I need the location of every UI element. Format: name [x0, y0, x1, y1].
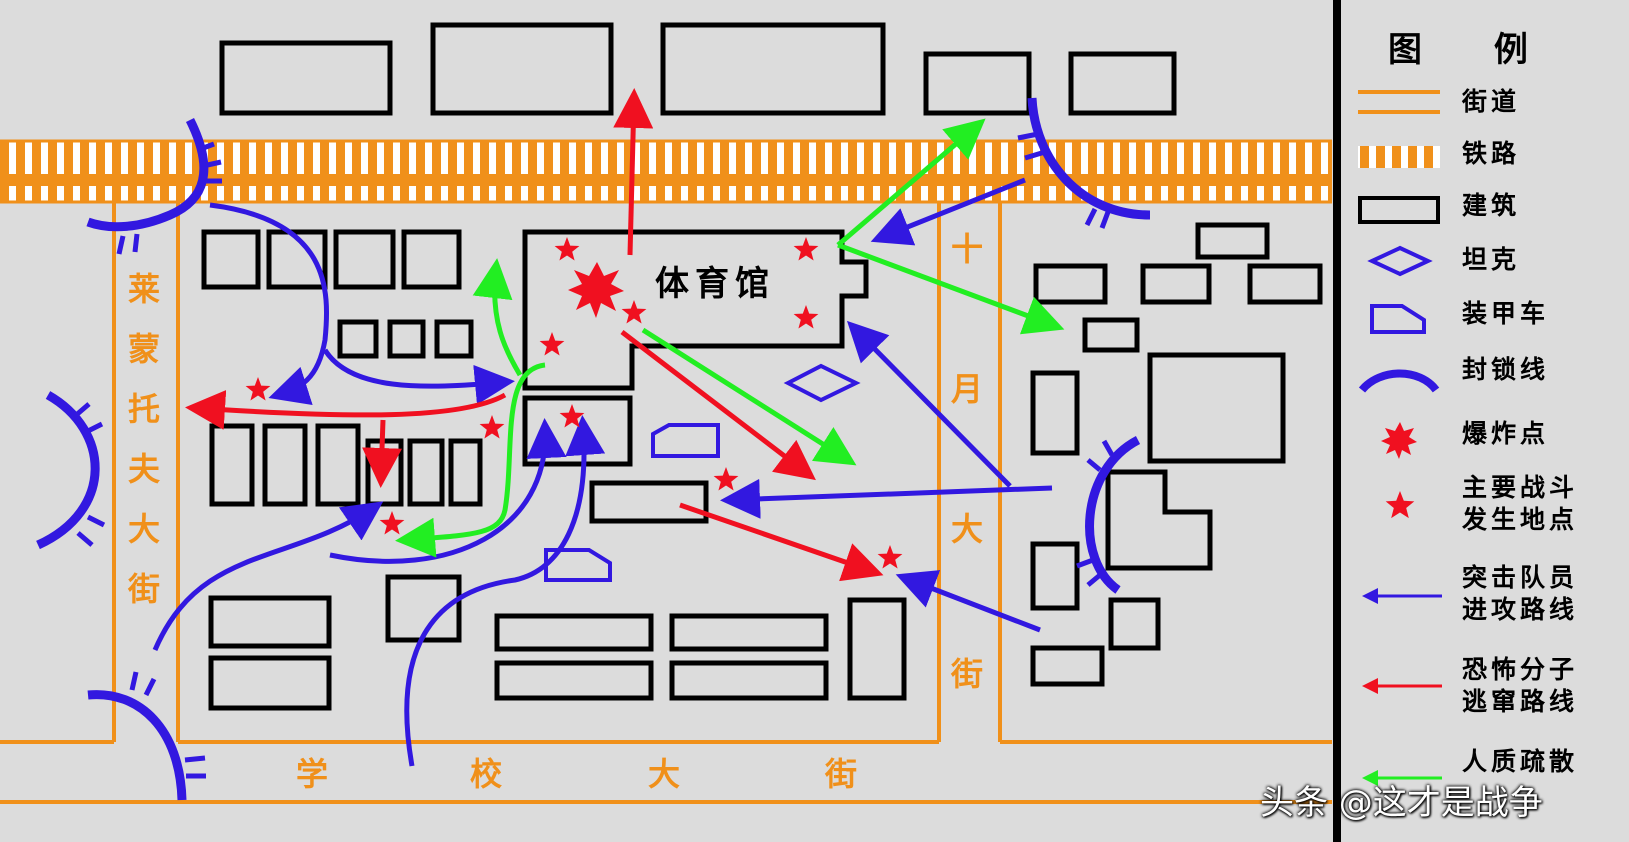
legend-label-4: 装甲车	[1462, 299, 1550, 328]
battle-star	[554, 237, 580, 261]
battle-star	[539, 332, 565, 356]
svg-text:大: 大	[128, 510, 160, 548]
street-label-right: 十 月 大 街	[950, 230, 983, 693]
legend-label-6: 爆炸点	[1462, 419, 1550, 448]
legend-title: 图 例	[1388, 30, 1558, 70]
armored-car	[651, 423, 720, 458]
legend-icons	[1358, 90, 1442, 786]
map-labels: 体育馆 莱 蒙 托 夫 大 街 十 月 大 街 学 校 大 街	[127, 230, 983, 793]
green-arrow-icon	[1362, 770, 1442, 786]
battle-star	[793, 237, 819, 261]
railway-icon	[1358, 146, 1440, 168]
svg-text:街: 街	[127, 570, 160, 608]
building-icon	[1358, 196, 1440, 224]
legend-label-0: 街道	[1462, 87, 1521, 116]
legend-label-9: 恐怖分子 逃窜路线	[1462, 655, 1579, 716]
tank-icon	[1367, 245, 1433, 277]
watermark: 头条 @这才是战争	[1260, 783, 1543, 823]
battle-star	[793, 305, 819, 329]
vehicles	[544, 363, 861, 582]
legend-label-7: 主要战斗 发生地点	[1462, 473, 1579, 534]
evacuation-routes	[395, 118, 1065, 558]
svg-text:大: 大	[648, 755, 680, 793]
svg-text:大: 大	[951, 510, 983, 548]
red-arrow-icon	[1362, 678, 1442, 694]
legend-label-5: 封锁线	[1462, 355, 1550, 384]
battle-star	[877, 545, 903, 569]
svg-text:夫: 夫	[128, 450, 161, 488]
svg-text:学: 学	[296, 755, 328, 793]
svg-text:十: 十	[951, 230, 983, 268]
svg-text:街: 街	[950, 655, 983, 693]
buildings	[201, 22, 1323, 711]
legend-label-10: 人质疏散	[1462, 747, 1579, 776]
battle-star	[713, 467, 739, 491]
legend-label-3: 坦克	[1462, 245, 1521, 274]
tank	[783, 363, 861, 403]
street-label-bottom: 学 校 大 街	[296, 755, 857, 793]
battle-stars	[245, 237, 903, 569]
legend-label-8: 突击队员 进攻路线	[1462, 563, 1579, 624]
svg-text:莱: 莱	[128, 270, 160, 308]
street-label-left: 莱 蒙 托 夫 大 街	[127, 270, 161, 608]
street-icon	[1358, 90, 1440, 114]
gym-label: 体育馆	[655, 264, 775, 304]
escape-routes	[185, 88, 884, 582]
svg-text:校: 校	[470, 755, 502, 793]
legend-label-2: 建筑	[1462, 191, 1521, 220]
battle-star	[479, 415, 505, 439]
svg-text:蒙: 蒙	[128, 330, 160, 368]
explosion-icon	[568, 262, 624, 318]
armored-car	[544, 548, 612, 582]
railway	[0, 139, 1332, 204]
armored-car-icon	[1370, 304, 1426, 334]
blue-arrow-icon	[1362, 588, 1442, 604]
blockade-lines	[36, 97, 1151, 801]
battle-star	[621, 300, 647, 324]
battle-star	[379, 511, 405, 535]
svg-text:月: 月	[951, 370, 983, 408]
battle-star	[245, 377, 271, 401]
svg-text:托: 托	[128, 390, 160, 428]
assault-routes	[152, 177, 1053, 767]
battle-star	[559, 404, 585, 428]
legend-label-1: 铁路	[1462, 139, 1521, 168]
explosion-legend-icon	[1381, 422, 1417, 459]
battle-star-icon	[1385, 491, 1415, 519]
streets	[0, 202, 1332, 804]
blockade-line-icon	[1358, 369, 1440, 393]
svg-text:街: 街	[824, 755, 857, 793]
